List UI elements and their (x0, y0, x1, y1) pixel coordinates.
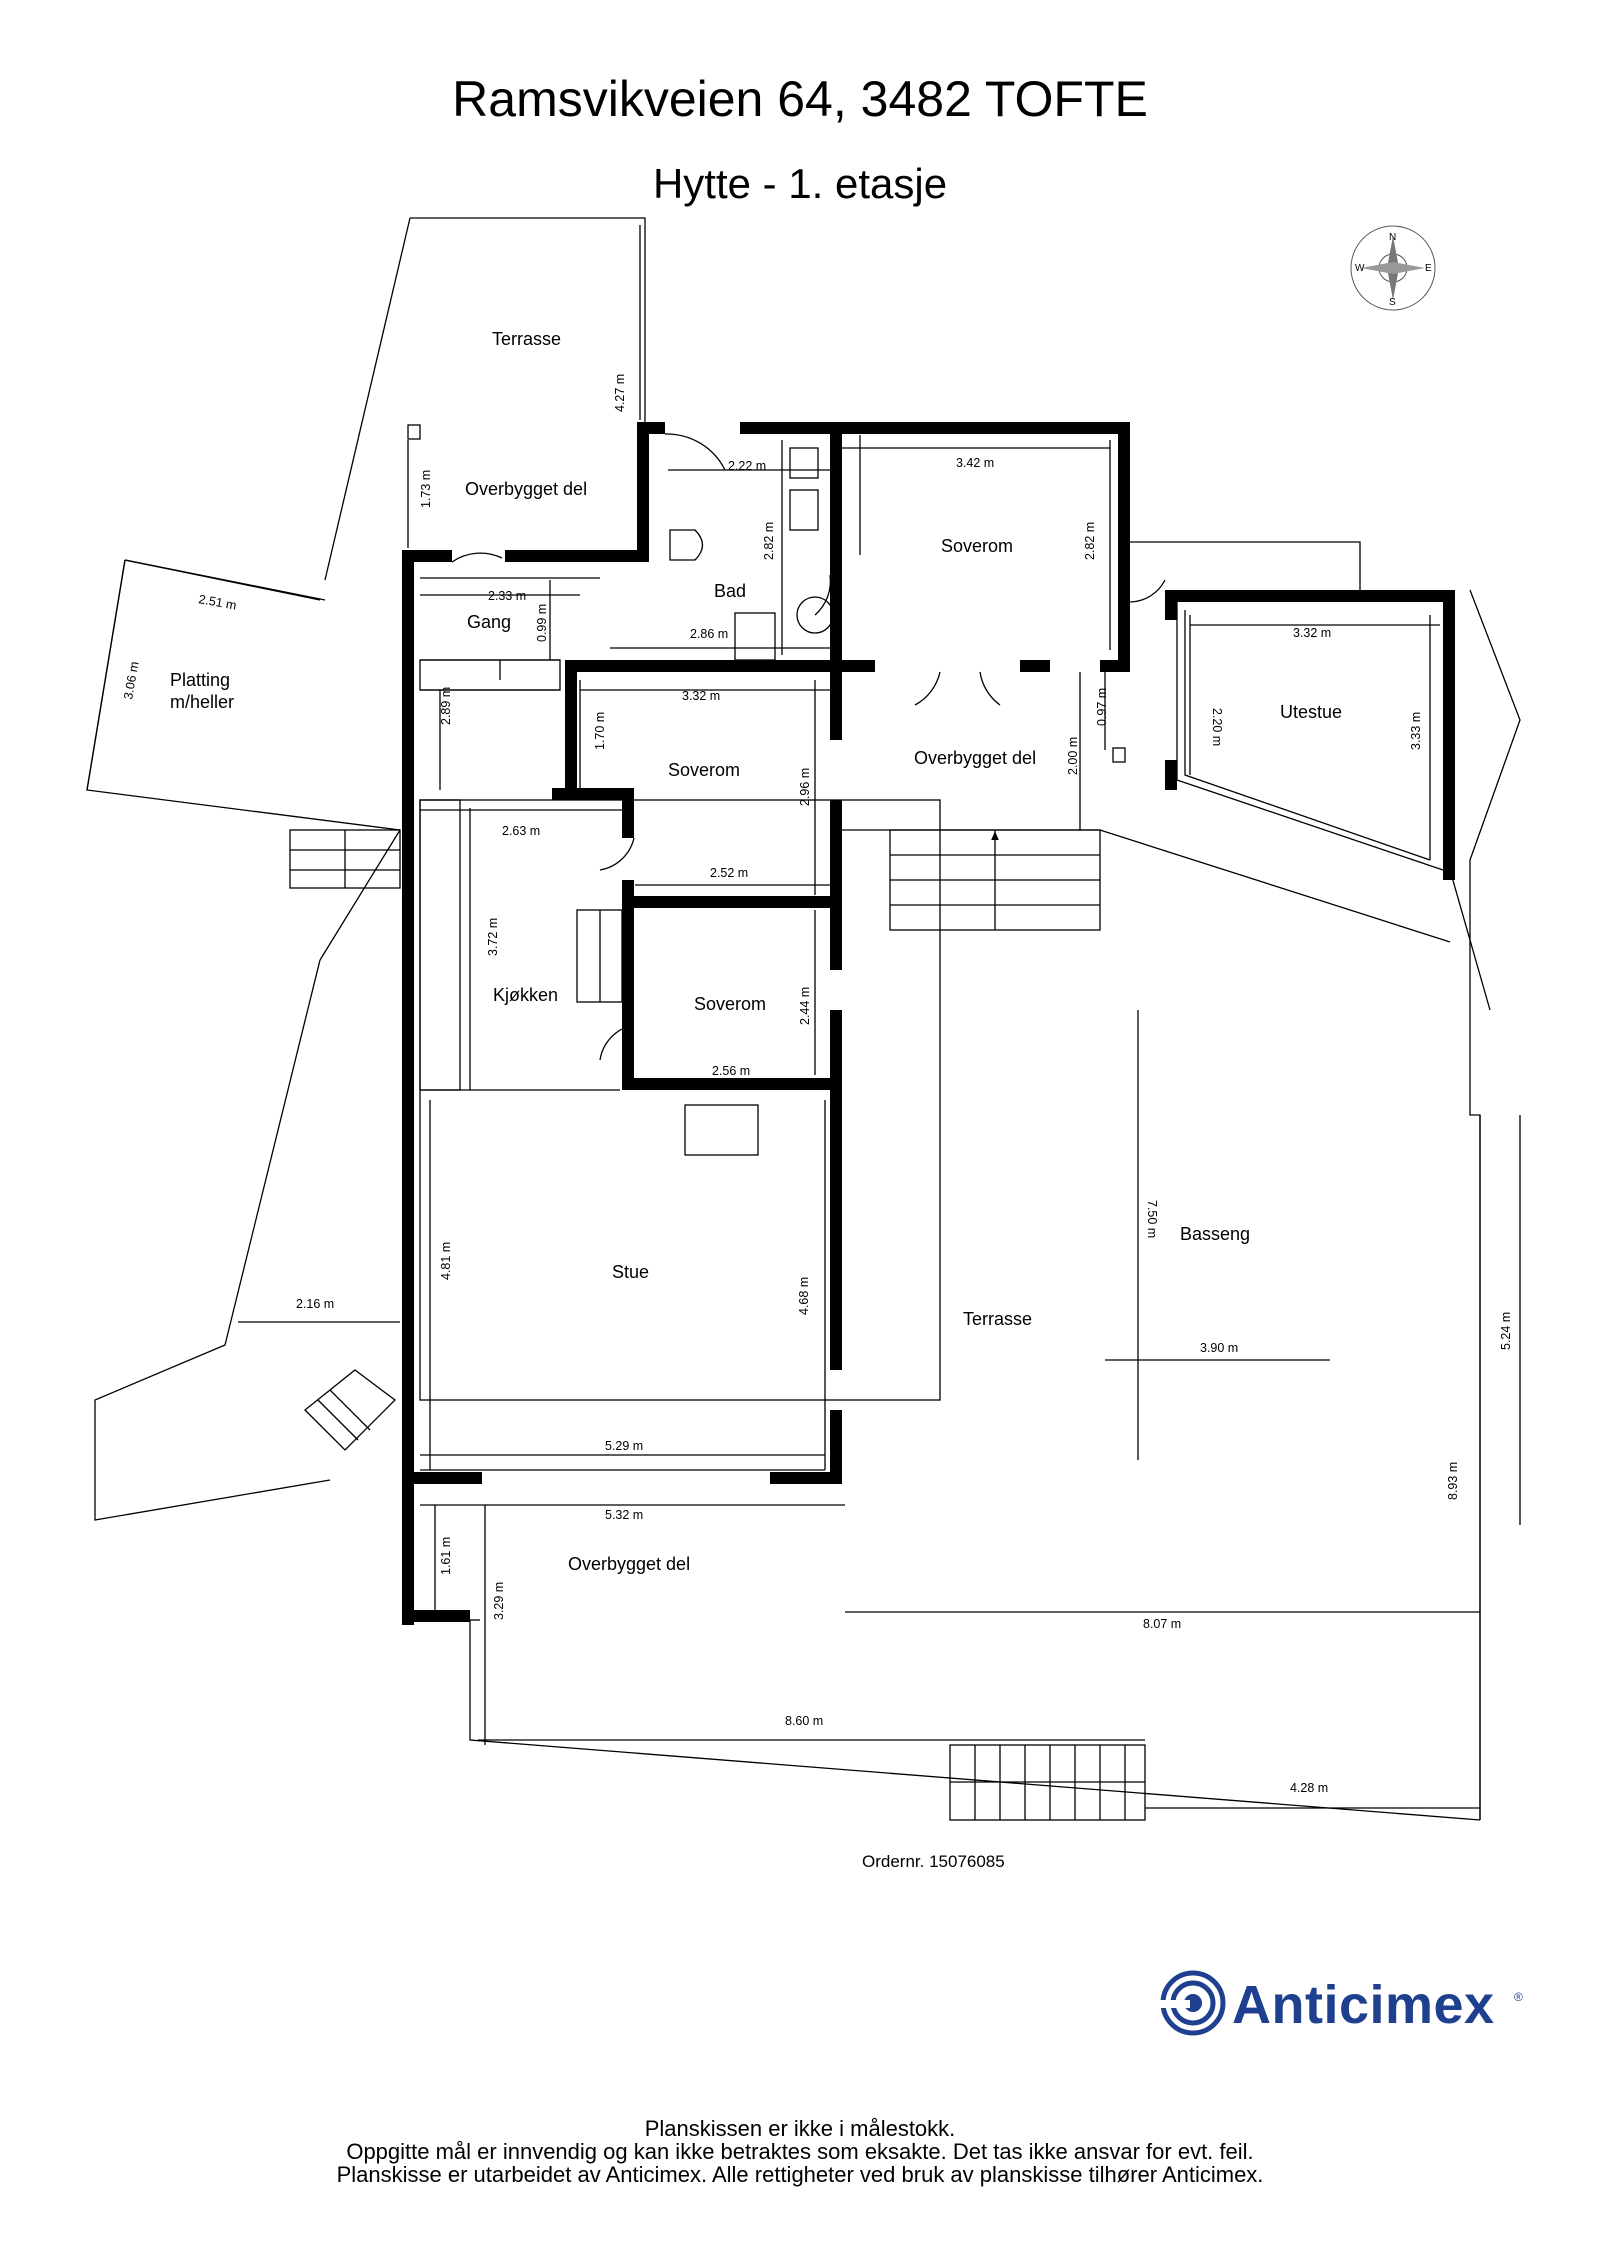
dim-label: 2.33 m (488, 589, 526, 603)
compass-n: N (1389, 232, 1396, 243)
dim-label: 5.29 m (605, 1439, 643, 1453)
footer: Planskissen er ikke i målestokk. Oppgitt… (0, 2117, 1600, 2186)
room-overbygget-top: Overbygget del (465, 479, 587, 499)
room-soverom-2: Soverom (668, 760, 740, 780)
dimension-lines (86, 225, 1521, 1820)
dimension-labels: 4.27 m 1.73 m 2.51 m 3.06 m 2.22 m 2.82 … (121, 374, 1513, 1795)
dim-label: 1.73 m (419, 470, 433, 508)
room-overbygget-mid: Overbygget del (914, 748, 1036, 768)
room-kjokken: Kjøkken (493, 985, 558, 1005)
dim-label: 2.56 m (712, 1064, 750, 1078)
room-gang: Gang (467, 612, 511, 632)
compass-s: S (1389, 297, 1396, 308)
bathroom-fixtures (669, 529, 834, 634)
room-platting-1: Platting (170, 670, 230, 690)
dim-label: 2.20 m (1210, 708, 1224, 746)
dim-label: 3.32 m (1293, 626, 1331, 640)
dim-label: 4.81 m (439, 1242, 453, 1280)
dim-label: 2.96 m (798, 768, 812, 806)
doors (407, 424, 1166, 1061)
dim-label: 2.86 m (690, 627, 728, 641)
stairs (289, 829, 1146, 1821)
dim-label: 1.70 m (593, 712, 607, 750)
room-overbygget-bottom: Overbygget del (568, 1554, 690, 1574)
compass-icon: N E S W (1350, 225, 1436, 311)
dim-label: 4.27 m (613, 374, 627, 412)
dim-label: 3.33 m (1409, 712, 1423, 750)
dim-label: 2.16 m (296, 1297, 334, 1311)
dim-label: 8.93 m (1446, 1462, 1460, 1500)
dim-label: 0.97 m (1095, 688, 1109, 726)
dim-label: 3.42 m (956, 456, 994, 470)
floor-title: Hytte - 1. etasje (652, 160, 948, 207)
anticimex-logo: Anticimex ® (1160, 1970, 1523, 2042)
dim-label: 5.24 m (1499, 1312, 1513, 1350)
dim-label: 4.28 m (1290, 1781, 1328, 1795)
dim-label: 2.51 m (197, 592, 237, 612)
dim-label: 8.07 m (1143, 1617, 1181, 1631)
compass-w: W (1355, 263, 1365, 274)
address-title: Ramsvikveien 64, 3482 TOFTE (452, 71, 1148, 127)
dim-label: 0.99 m (535, 604, 549, 642)
room-platting-2: m/heller (170, 692, 234, 712)
dim-label: 2.44 m (798, 987, 812, 1025)
room-soverom-3: Soverom (694, 994, 766, 1014)
dim-label: 2.63 m (502, 824, 540, 838)
anticimex-logo-icon (1160, 1970, 1226, 2036)
dim-label: 8.60 m (785, 1714, 823, 1728)
footer-line-2: Oppgitte mål er innvendig og kan ikke be… (346, 2139, 1254, 2164)
room-terrasse-main: Terrasse (963, 1309, 1032, 1329)
room-stue: Stue (612, 1262, 649, 1282)
order-number: Ordernr. 15076085 (862, 1852, 1005, 1871)
footer-line-3: Planskisse er utarbeidet av Anticimex. A… (336, 2162, 1264, 2187)
dim-label: 2.00 m (1066, 737, 1080, 775)
brand-registered: ® (1514, 1990, 1523, 2004)
brand-name: Anticimex (1232, 1975, 1495, 2035)
dim-label: 2.22 m (728, 459, 766, 473)
room-bad: Bad (714, 581, 746, 601)
room-labels: Terrasse Overbygget del Platting m/helle… (170, 329, 1342, 1574)
dim-label: 2.89 m (439, 687, 453, 725)
room-soverom-1: Soverom (941, 536, 1013, 556)
dim-label: 3.32 m (682, 689, 720, 703)
dim-label: 5.32 m (605, 1508, 643, 1522)
dim-label: 3.29 m (492, 1582, 506, 1620)
dim-label: 2.52 m (710, 866, 748, 880)
footer-line-1: Planskissen er ikke i målestokk. (644, 2116, 956, 2141)
room-utestue: Utestue (1280, 702, 1342, 722)
dim-label: 1.61 m (439, 1537, 453, 1575)
compass-e: E (1425, 263, 1432, 274)
dim-label: 2.82 m (1083, 522, 1097, 560)
dim-label: 3.90 m (1200, 1341, 1238, 1355)
room-terrasse-top: Terrasse (492, 329, 561, 349)
dim-label: 3.72 m (486, 918, 500, 956)
dim-label: 7.50 m (1145, 1200, 1159, 1238)
dim-label: 2.82 m (762, 522, 776, 560)
dim-label: 4.68 m (797, 1277, 811, 1315)
dim-label: 3.06 m (121, 660, 141, 700)
room-basseng: Basseng (1180, 1224, 1250, 1244)
interior-lines (419, 435, 1491, 1471)
walls (402, 422, 1455, 1625)
